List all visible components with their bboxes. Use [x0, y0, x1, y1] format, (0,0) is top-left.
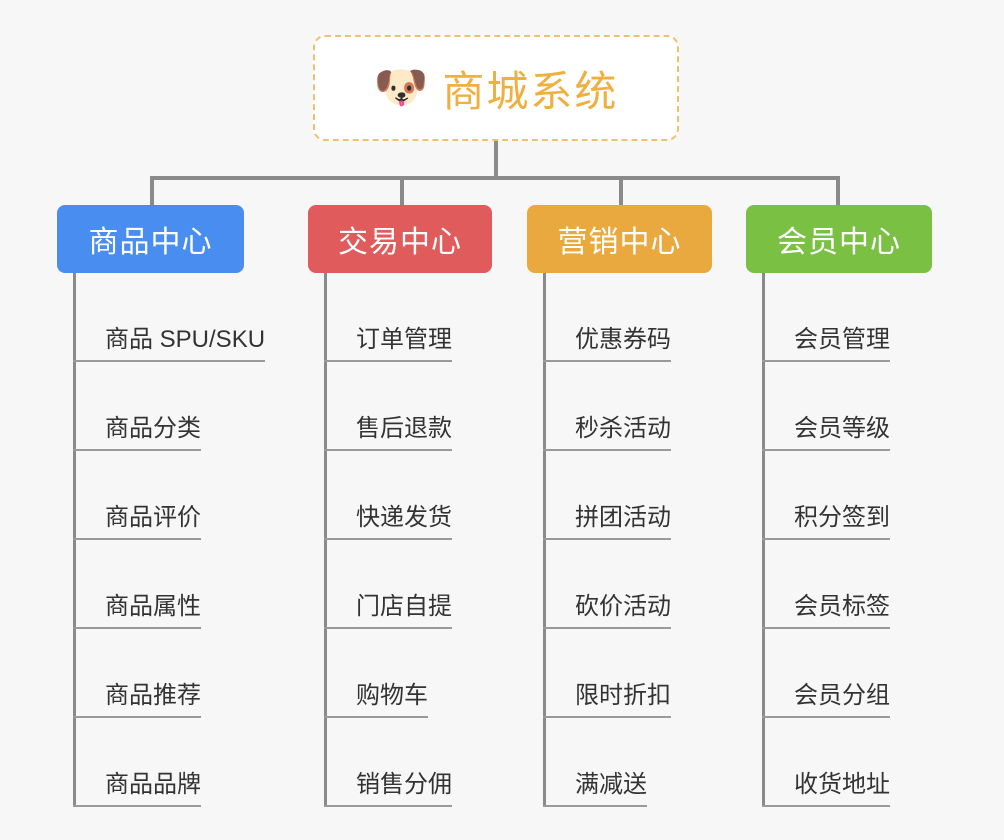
trunk-line-product-center: [73, 273, 76, 807]
list-item[interactable]: 售后退款: [324, 362, 452, 451]
list-item[interactable]: 积分签到: [762, 451, 890, 540]
list-item[interactable]: 收货地址: [762, 718, 890, 807]
list-item[interactable]: 秒杀活动: [543, 362, 671, 451]
leaf-label: 售后退款: [324, 408, 452, 451]
list-item[interactable]: 限时折扣: [543, 629, 671, 718]
trunk-line-marketing-center: [543, 273, 546, 807]
leaf-label: 商品 SPU/SKU: [73, 319, 266, 362]
list-item[interactable]: 会员标签: [762, 540, 890, 629]
leaf-label: 会员标签: [762, 586, 890, 629]
drop-connector-product-center: [150, 176, 154, 205]
leaf-label: 满减送: [543, 764, 647, 807]
list-item[interactable]: 门店自提: [324, 540, 452, 629]
column-header-label: 交易中心: [338, 226, 462, 259]
list-item[interactable]: 商品 SPU/SKU: [73, 273, 266, 362]
list-item[interactable]: 会员分组: [762, 629, 890, 718]
leaf-label: 砍价活动: [543, 586, 671, 629]
leaf-label: 商品分类: [73, 408, 201, 451]
root-stem-connector: [494, 141, 498, 178]
list-item[interactable]: 商品分类: [73, 362, 265, 451]
leaf-label: 门店自提: [324, 586, 452, 629]
leaf-label: 收货地址: [762, 764, 890, 807]
leaf-label: 购物车: [324, 675, 428, 718]
list-item[interactable]: 购物车: [324, 629, 452, 718]
column-header-label: 营销中心: [557, 226, 682, 259]
column-marketing-center: 营销中心 优惠券码 秒杀活动 拼团活动 砍价活动 限时折扣 满减送: [527, 205, 712, 807]
leaf-label: 商品属性: [73, 586, 201, 629]
leaf-list-member-center: 会员管理 会员等级 积分签到 会员标签 会员分组 收货地址: [762, 273, 890, 807]
column-header-marketing-center[interactable]: 营销中心: [527, 205, 712, 273]
list-item[interactable]: 拼团活动: [543, 451, 671, 540]
list-item[interactable]: 砍价活动: [543, 540, 671, 629]
leaf-label: 商品推荐: [73, 675, 201, 718]
column-header-label: 商品中心: [88, 226, 213, 259]
list-item[interactable]: 会员管理: [762, 273, 890, 362]
list-item[interactable]: 商品属性: [73, 540, 265, 629]
list-item[interactable]: 优惠券码: [543, 273, 671, 362]
leaf-label: 快递发货: [324, 497, 452, 540]
column-member-center: 会员中心 会员管理 会员等级 积分签到 会员标签 会员分组 收货地址: [746, 205, 932, 807]
leaf-label: 商品品牌: [73, 764, 201, 807]
column-product-center: 商品中心 商品 SPU/SKU 商品分类 商品评价 商品属性 商品推荐 商品品牌: [57, 205, 266, 807]
leaf-label: 商品评价: [73, 497, 201, 540]
column-header-label: 会员中心: [777, 226, 901, 259]
trunk-line-member-center: [762, 273, 765, 807]
list-item[interactable]: 商品评价: [73, 451, 265, 540]
leaf-label: 优惠券码: [543, 319, 671, 362]
leaf-label: 销售分佣: [324, 764, 452, 807]
column-trade-center: 交易中心 订单管理 售后退款 快递发货 门店自提 购物车 销售分佣: [308, 205, 492, 807]
leaf-label: 会员管理: [762, 319, 890, 362]
leaf-label: 拼团活动: [543, 497, 671, 540]
leaf-list-marketing-center: 优惠券码 秒杀活动 拼团活动 砍价活动 限时折扣 满减送: [543, 273, 671, 807]
leaf-label: 会员分组: [762, 675, 890, 718]
list-item[interactable]: 订单管理: [324, 273, 452, 362]
root-title: 商城系统: [442, 67, 619, 115]
column-header-trade-center[interactable]: 交易中心: [308, 205, 492, 273]
leaf-label: 限时折扣: [543, 675, 671, 718]
drop-connector-trade-center: [400, 176, 404, 205]
shiba-dog-face-icon: 🐶: [373, 63, 429, 112]
leaf-label: 会员等级: [762, 408, 890, 451]
list-item[interactable]: 销售分佣: [324, 718, 452, 807]
column-header-member-center[interactable]: 会员中心: [746, 205, 932, 273]
drop-connector-member-center: [836, 176, 840, 205]
leaf-label: 订单管理: [324, 319, 452, 362]
list-item[interactable]: 快递发货: [324, 451, 452, 540]
leaf-label: 积分签到: [762, 497, 890, 540]
list-item[interactable]: 满减送: [543, 718, 671, 807]
leaf-list-trade-center: 订单管理 售后退款 快递发货 门店自提 购物车 销售分佣: [324, 273, 452, 807]
trunk-line-trade-center: [324, 273, 327, 807]
horizontal-bus-connector: [150, 176, 840, 180]
drop-connector-marketing-center: [619, 176, 623, 205]
leaf-list-product-center: 商品 SPU/SKU 商品分类 商品评价 商品属性 商品推荐 商品品牌: [73, 273, 266, 807]
leaf-label: 秒杀活动: [543, 408, 671, 451]
list-item[interactable]: 会员等级: [762, 362, 890, 451]
root-node[interactable]: 🐶 商城系统: [313, 35, 679, 141]
list-item[interactable]: 商品品牌: [73, 718, 265, 807]
column-header-product-center[interactable]: 商品中心: [57, 205, 244, 273]
list-item[interactable]: 商品推荐: [73, 629, 265, 718]
